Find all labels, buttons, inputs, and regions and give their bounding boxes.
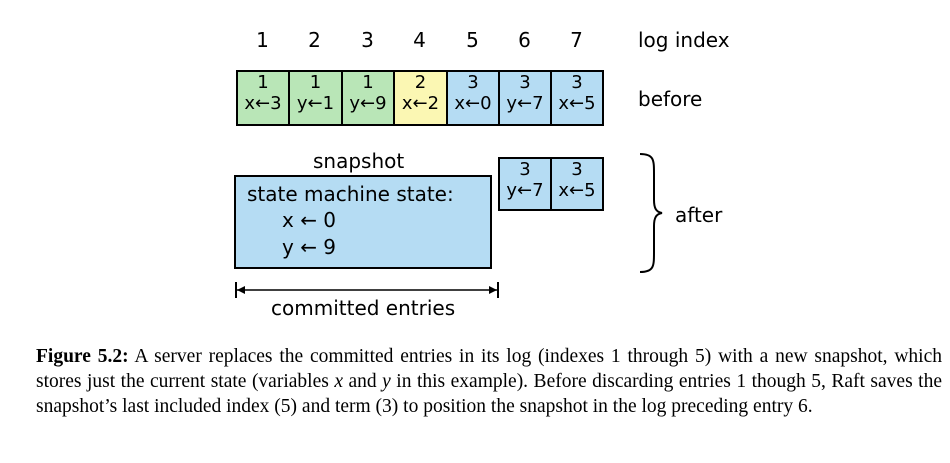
entry-command: y←9 <box>349 93 387 114</box>
entry-term: 3 <box>467 72 479 93</box>
snapshot-label: snapshot <box>313 149 405 173</box>
entry-term: 1 <box>257 72 269 93</box>
log-index-label: log index <box>638 28 730 52</box>
caption-text: A server replaces the committed entries … <box>36 346 942 392</box>
entry-command: x←2 <box>401 93 440 114</box>
committed-span-arrow <box>235 282 499 298</box>
log-index-1: 1 <box>256 28 269 52</box>
log-index-4: 4 <box>413 28 426 52</box>
entry-command: x←3 <box>244 93 282 114</box>
caption-text: and <box>342 371 383 392</box>
log-index-2: 2 <box>308 28 321 52</box>
entry-term: 3 <box>571 72 583 93</box>
snapshot-box: state machine state: x ← 0 y ← 9 <box>234 175 492 269</box>
after-label: after <box>675 203 723 227</box>
entry-command: x←5 <box>558 180 596 201</box>
committed-entries-label: committed entries <box>271 296 456 320</box>
figure-caption: Figure 5.2: A server replaces the commit… <box>36 344 942 419</box>
entry-command: y←7 <box>506 180 544 201</box>
log-index-6: 6 <box>518 28 531 52</box>
log-index-7: 7 <box>570 28 583 52</box>
entry-term: 1 <box>362 72 374 93</box>
caption-text: in this example). Before discarding entr… <box>36 371 942 417</box>
entry-command: y←1 <box>296 93 335 114</box>
before-entry-3: 1 y←9 <box>341 70 395 126</box>
snapshot-var-y: y ← 9 <box>282 235 337 259</box>
entry-term: 2 <box>414 72 427 93</box>
before-label: before <box>638 87 703 111</box>
before-entry-5: 3 x←0 <box>446 70 500 126</box>
log-index-5: 5 <box>466 28 479 52</box>
caption-var-y: y <box>382 371 391 392</box>
snapshot-var-x: x ← 0 <box>282 208 337 232</box>
snapshot-title: state machine state: <box>247 182 454 206</box>
before-entry-7: 3 x←5 <box>550 70 604 126</box>
log-index-3: 3 <box>361 28 374 52</box>
before-entry-1: 1 x←3 <box>236 70 290 126</box>
after-entry-7: 3 x←5 <box>550 157 604 211</box>
entry-command: x←0 <box>454 93 492 114</box>
after-entry-6: 3 y←7 <box>498 157 552 211</box>
caption-var-x: x <box>334 371 343 392</box>
caption-figure-label: Figure 5.2: <box>36 346 129 367</box>
before-entry-6: 3 y←7 <box>498 70 552 126</box>
entry-term: 3 <box>519 72 531 93</box>
entry-command: y←7 <box>506 93 544 114</box>
entry-term: 3 <box>519 159 531 180</box>
entry-term: 1 <box>309 72 322 93</box>
entry-command: x←5 <box>558 93 596 114</box>
before-entry-4: 2 x←2 <box>393 70 448 126</box>
before-entry-2: 1 y←1 <box>288 70 343 126</box>
entry-term: 3 <box>571 159 583 180</box>
after-brace-icon <box>639 153 663 273</box>
